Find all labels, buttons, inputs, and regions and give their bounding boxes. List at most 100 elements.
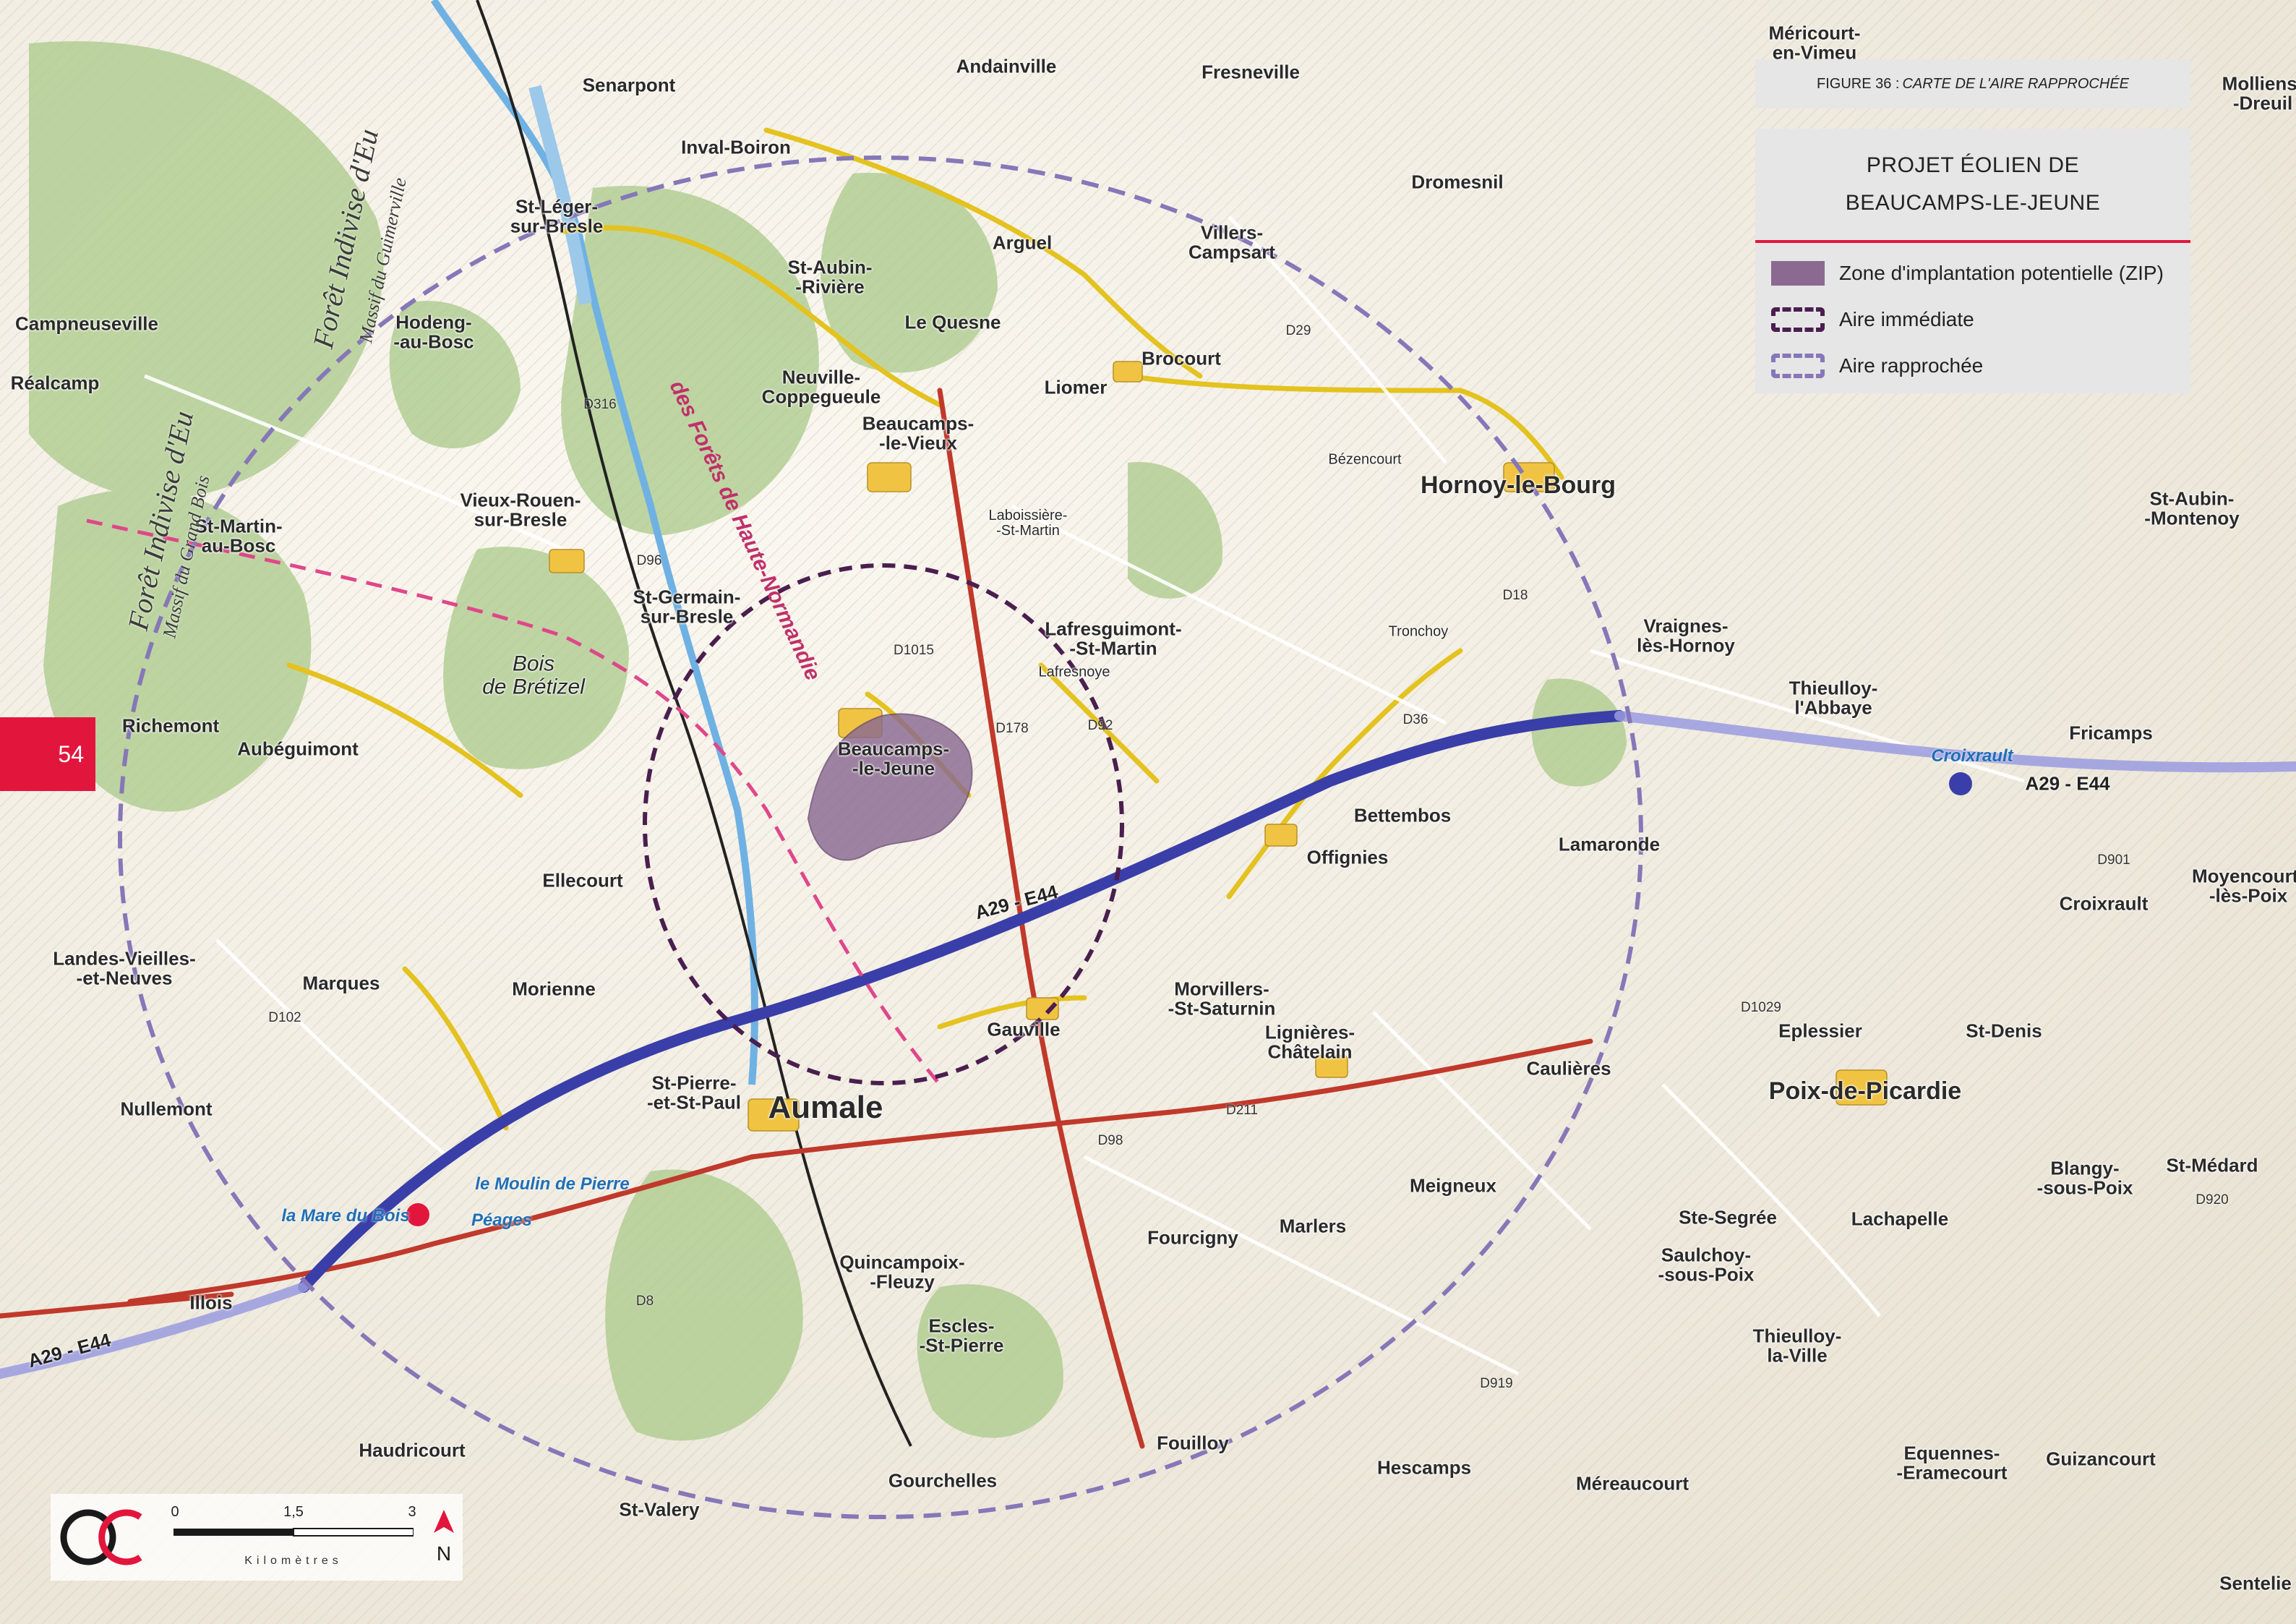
place-hodeng: Hodeng- -au-Bosc bbox=[393, 311, 474, 353]
highway-label-a29-east: A29 - E44 bbox=[2025, 772, 2110, 795]
company-logo-icon bbox=[60, 1509, 142, 1565]
road-label: D316 bbox=[583, 397, 617, 412]
aire-rapprochee-boundary bbox=[118, 155, 1643, 1519]
place-marques: Marques bbox=[302, 972, 380, 994]
legend-item-aire-rapprochee: Aire rapprochée bbox=[1755, 343, 2190, 389]
place-realcamp: Réalcamp bbox=[10, 372, 100, 394]
place-lafresnoye: Lafresnoye bbox=[1038, 664, 1110, 680]
road-label: D919 bbox=[1480, 1376, 1513, 1391]
place-ellecourt: Ellecourt bbox=[542, 869, 623, 892]
place-le-quesne: Le Quesne bbox=[904, 311, 1001, 333]
place-hescamps: Hescamps bbox=[1376, 1456, 1472, 1479]
place-equennes: Equennes- -Eramecourt bbox=[1896, 1442, 2008, 1484]
place-aubeguimont: Aubéguimont bbox=[237, 738, 359, 760]
legend-label-zip: Zone d'implantation potentielle (ZIP) bbox=[1839, 262, 2164, 284]
label-peages: Péages bbox=[471, 1210, 533, 1230]
place-ste-segree: Ste-Segrée bbox=[1679, 1206, 1777, 1228]
place-st-medard: St-Médard bbox=[2166, 1154, 2258, 1176]
place-saulchoy: Saulchoy- -sous-Poix bbox=[1658, 1244, 1755, 1286]
place-st-aubin-riviere: St-Aubin- -Rivière bbox=[787, 256, 873, 298]
place-aumale: Aumale bbox=[768, 1089, 883, 1125]
place-quincampoix: Quincampoix- -Fleuzy bbox=[839, 1251, 965, 1293]
place-meigneux: Meigneux bbox=[1410, 1174, 1496, 1197]
place-beaucamps-jeune: Beaucamps- -le-Jeune bbox=[837, 738, 950, 779]
place-richemont: Richemont bbox=[121, 714, 220, 737]
road-label: D211 bbox=[1225, 1103, 1259, 1118]
place-beaucamps-vieux: Beaucamps- -le-Vieux bbox=[862, 412, 974, 454]
place-dromesnil: Dromesnil bbox=[1411, 171, 1504, 193]
north-arrow-icon: N bbox=[434, 1510, 454, 1565]
scale-tick-1: 1,5 bbox=[283, 1504, 304, 1520]
place-illois: Illois bbox=[189, 1291, 233, 1314]
road-label: D92 bbox=[1087, 718, 1113, 733]
town-blocks bbox=[549, 361, 1888, 1132]
place-lamaronde: Lamaronde bbox=[1558, 833, 1661, 855]
label-croixrault-peage: Croixrault bbox=[1931, 746, 2013, 766]
place-fricamps: Fricamps bbox=[2069, 722, 2153, 744]
road-label: D29 bbox=[1285, 323, 1311, 338]
dashed-outline-light-icon bbox=[1771, 354, 1825, 378]
place-escles: Escles- -St-Pierre bbox=[919, 1315, 1004, 1356]
place-landes-vieilles: Landes-Vieilles- -et-Neuves bbox=[53, 947, 196, 989]
figure-caption: FIGURE 36 : CARTE DE L'AIRE RAPPROCHÉE bbox=[1755, 59, 2190, 108]
place-tronchoy: Tronchoy bbox=[1388, 623, 1449, 640]
place-molliens: Molliens- -Dreuil bbox=[2222, 72, 2296, 114]
place-thieulloy-abbaye: Thieulloy- l'Abbaye bbox=[1789, 677, 1878, 719]
place-campneuseville: Campneuseville bbox=[15, 312, 158, 335]
place-fouilloy: Fouilloy bbox=[1157, 1432, 1229, 1454]
place-st-valery: St-Valery bbox=[619, 1498, 700, 1521]
road-label: D901 bbox=[2097, 852, 2130, 868]
place-neuville: Neuville- Coppegueule bbox=[761, 366, 881, 408]
legend-title: PROJET ÉOLIEN DE BEAUCAMPS-LE-JEUNE bbox=[1755, 129, 2190, 243]
legend-title-line2: BEAUCAMPS-LE-JEUNE bbox=[1845, 191, 2101, 215]
road-label: D8 bbox=[635, 1294, 654, 1309]
place-marlers: Marlers bbox=[1279, 1215, 1347, 1237]
place-senarpont: Senarpont bbox=[582, 74, 676, 96]
place-brocourt: Brocourt bbox=[1141, 347, 1221, 369]
scale-bar bbox=[174, 1528, 414, 1537]
place-mericourt: Méricourt- en-Vimeu bbox=[1768, 22, 1861, 64]
legend-title-line1: PROJET ÉOLIEN DE bbox=[1866, 153, 2080, 177]
place-andainville: Andainville bbox=[956, 55, 1057, 77]
place-nullemont: Nullemont bbox=[120, 1098, 213, 1120]
place-st-martin-bosc: St-Martin- au-Bosc bbox=[194, 515, 283, 557]
motorway-a29 bbox=[0, 710, 2296, 1379]
place-hornoy: Hornoy-le-Bourg bbox=[1420, 471, 1616, 500]
place-moyencourt: Moyencourt- -lès-Poix bbox=[2192, 865, 2296, 907]
road-label: D96 bbox=[636, 553, 662, 568]
zip-swatch-icon bbox=[1771, 261, 1825, 286]
place-blangy: Blangy- -sous-Poix bbox=[2036, 1157, 2133, 1199]
road-label: D1029 bbox=[1741, 1000, 1781, 1015]
place-st-pierre-paul: St-Pierre- -et-St-Paul bbox=[647, 1072, 741, 1114]
minor-roads bbox=[144, 215, 2025, 1376]
place-haudricourt: Haudricourt bbox=[359, 1439, 466, 1461]
page-number-tab: 54 bbox=[0, 717, 95, 791]
map-legend: PROJET ÉOLIEN DE BEAUCAMPS-LE-JEUNE Zone… bbox=[1755, 129, 2190, 393]
dashed-outline-dark-icon bbox=[1771, 307, 1825, 332]
zip-area bbox=[807, 713, 973, 861]
label-moulin-de-pierre: le Moulin de Pierre bbox=[475, 1174, 630, 1194]
legend-label-aire-rapprochee: Aire rapprochée bbox=[1839, 354, 1984, 377]
place-morvillers: Morvillers- -St-Saturnin bbox=[1168, 978, 1276, 1020]
label-mare-du-bois: la Mare du Bois bbox=[281, 1206, 410, 1226]
place-arguel: Arguel bbox=[992, 231, 1053, 254]
place-offignies: Offignies bbox=[1306, 846, 1389, 868]
place-lachapelle: Lachapelle bbox=[1851, 1208, 1949, 1230]
road-label: D920 bbox=[2196, 1192, 2229, 1208]
legend-label-aire-immediate: Aire immédiate bbox=[1839, 308, 1974, 330]
place-liomer: Liomer bbox=[1044, 376, 1108, 398]
caption-title: CARTE DE L'AIRE RAPPROCHÉE bbox=[1902, 75, 2129, 92]
road-label: D18 bbox=[1502, 588, 1528, 603]
road-label: D102 bbox=[268, 1010, 301, 1025]
place-inval-boiron: Inval-Boiron bbox=[681, 136, 791, 158]
place-bois-bretizel: Bois de Brétizel bbox=[482, 651, 585, 698]
place-poix: Poix-de-Picardie bbox=[1768, 1077, 1962, 1106]
place-caulieres: Caulières bbox=[1526, 1057, 1611, 1080]
river-bresle bbox=[430, 0, 758, 1085]
caption-prefix: FIGURE 36 : bbox=[1816, 75, 1900, 92]
place-fourcigny: Fourcigny bbox=[1147, 1226, 1238, 1249]
place-st-leger: St-Léger- sur-Bresle bbox=[510, 195, 604, 237]
north-letter: N bbox=[437, 1542, 451, 1565]
grp-trail bbox=[86, 518, 941, 1086]
place-fresneville: Fresneville bbox=[1201, 61, 1300, 83]
